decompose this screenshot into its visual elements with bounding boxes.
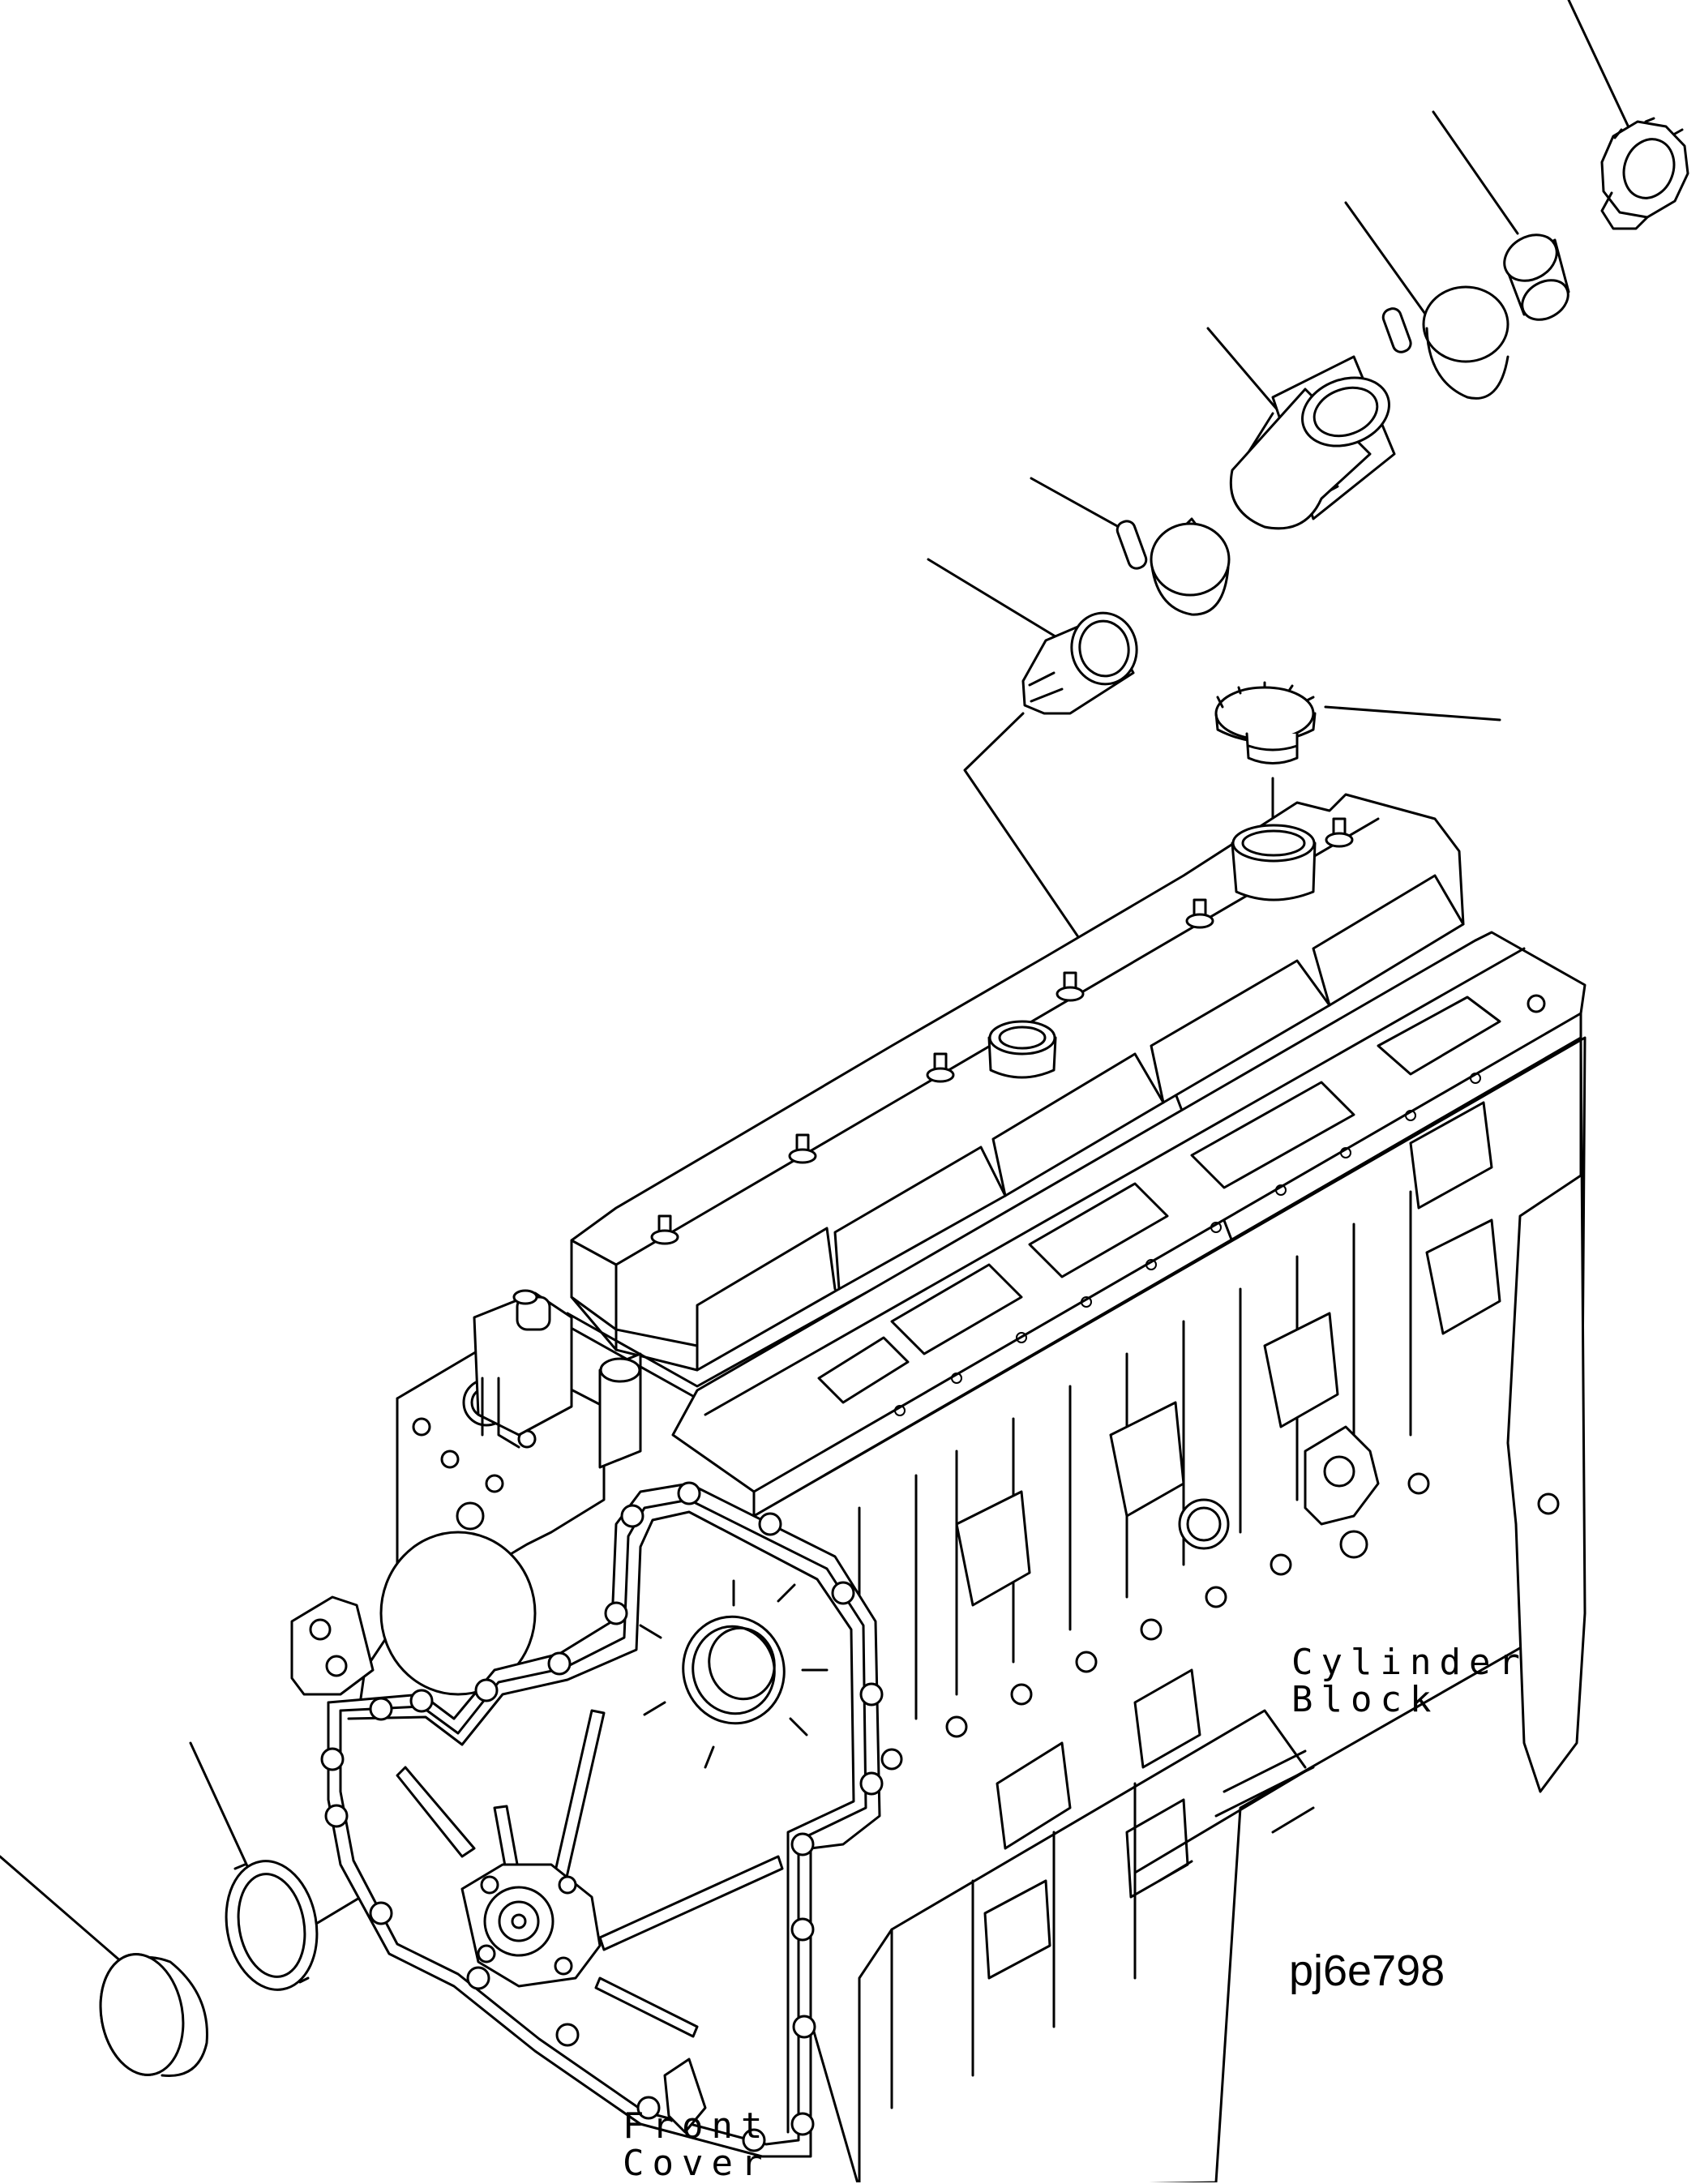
leader-line-tube-to-block	[963, 712, 1299, 1412]
figure-id: pj6e798	[1289, 1946, 1445, 1995]
front-block-end	[290, 1289, 642, 1728]
label-front-cover-line1: Front	[623, 2105, 771, 2147]
front-oil-seal	[225, 1860, 319, 1991]
leader-line-cup-plug-dowel-2	[1030, 477, 1135, 537]
oil-pan-rail-line	[1133, 1770, 1307, 1874]
oil-filler-cap-top	[1600, 117, 1689, 230]
front-cap	[99, 1953, 208, 2077]
oil-filler-cap	[1214, 681, 1317, 764]
label-cylinder-block: Cylinder Block	[1291, 1644, 1528, 1719]
cover-studs	[650, 817, 1354, 1245]
leader-line-cup-plug-small	[1432, 110, 1519, 235]
leader-line-front-cap	[0, 1855, 123, 1963]
front-cover	[320, 1481, 884, 2158]
label-cylinder-block-line2: Block	[1291, 1679, 1440, 1720]
sleeve	[1229, 355, 1396, 530]
rocker-cover	[558, 793, 1477, 1400]
leader-line-cup-plug-dowel-1	[1344, 201, 1428, 318]
leader-line-oil-filler-cap	[1324, 705, 1501, 722]
leader-line-sleeve	[1206, 327, 1289, 423]
tube	[1021, 611, 1138, 715]
leader-line-filler-cap-top	[1567, 0, 1629, 127]
leader-line-tube	[927, 558, 1064, 642]
label-cylinder-block-line1: Cylinder	[1291, 1642, 1528, 1683]
cup-plug-with-dowel-2	[1115, 517, 1231, 616]
label-front-cover-line2: Cover	[623, 2143, 771, 2184]
cup-plug-with-dowel-1	[1381, 285, 1509, 400]
leader-line-front-seal	[189, 1741, 259, 1891]
cup-plug-small	[1503, 233, 1570, 321]
label-front-cover: Front Cover	[623, 2108, 770, 2182]
